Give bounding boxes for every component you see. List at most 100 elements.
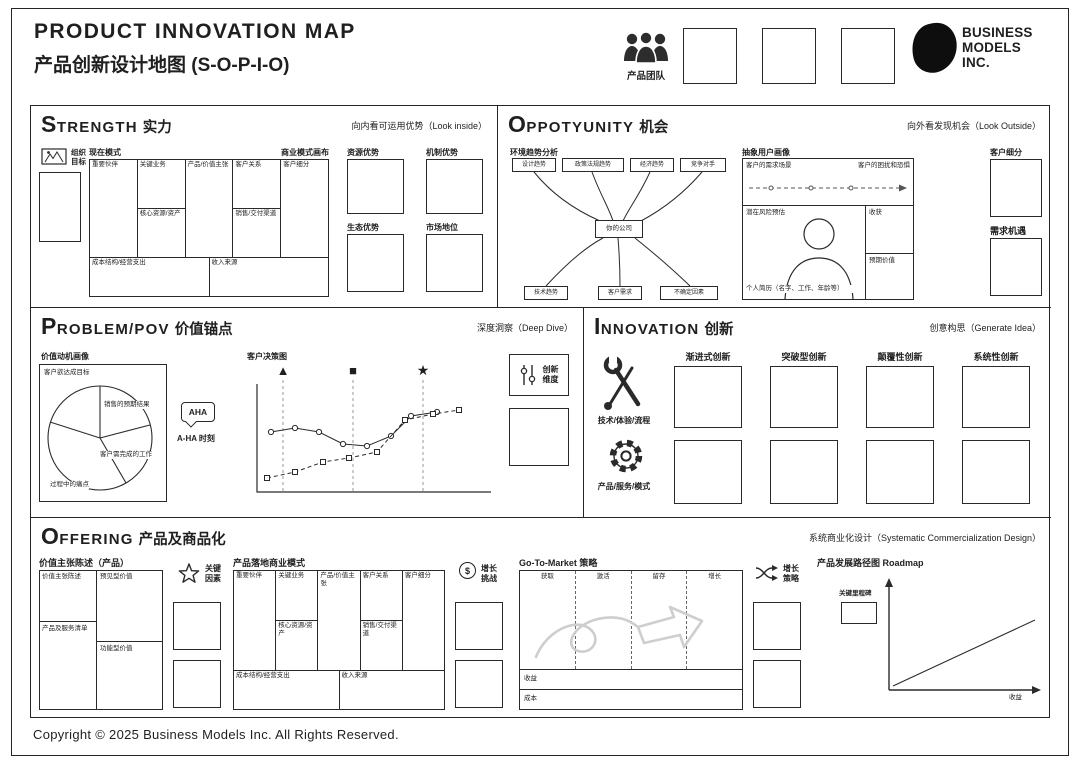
demand-opportunity-label: 需求机遇 bbox=[990, 226, 1027, 236]
innovation-hint: 创意构思（Generate Idea） bbox=[929, 323, 1041, 333]
bmc-costs: 成本结构/经营支出 bbox=[92, 259, 146, 267]
trend-customer-need: 客户需求 bbox=[598, 286, 642, 300]
bmc-channels: 销售/交付渠道 bbox=[360, 619, 402, 670]
vp-list-label: 产品及服务清单 bbox=[42, 625, 88, 632]
motivation-pie bbox=[47, 385, 153, 491]
bmc-resources: 核心资源/资产 bbox=[276, 619, 318, 670]
growth-strategy-label: 增长策略 bbox=[783, 564, 799, 583]
star-icon bbox=[178, 563, 200, 583]
pie-label: 客户欲达成目标 bbox=[44, 369, 90, 378]
ecosystem-advantage-box bbox=[347, 234, 404, 292]
resource-advantage-label: 资源优势 bbox=[347, 148, 379, 157]
systemic-innovation-label: 系统性创新 bbox=[973, 352, 1019, 362]
bmc-value-prop: 产品/价值主张 bbox=[317, 571, 359, 670]
marker-triangle: ▲ bbox=[277, 363, 290, 378]
roadmap-milestone-box bbox=[841, 602, 877, 624]
persona-divider bbox=[865, 205, 866, 299]
gtm-col-retention: 留存 bbox=[630, 571, 687, 669]
growth-challenge-box bbox=[455, 602, 503, 650]
breakthrough-innovation-box bbox=[770, 440, 838, 504]
decision-title: 客户决策图 bbox=[247, 352, 287, 361]
dimension-icon bbox=[520, 365, 535, 385]
growth-strategy-box bbox=[753, 660, 801, 708]
bmc-activities: 关键业务 bbox=[139, 161, 166, 168]
persona-gain-label: 收获 bbox=[869, 209, 882, 216]
incremental-innovation-box bbox=[674, 440, 742, 504]
bmc-activities: 关键业务 bbox=[278, 572, 305, 579]
trend-economy: 经济趋势 bbox=[630, 158, 674, 172]
roadmap-axes bbox=[885, 578, 1041, 694]
bmc-relations: 客户关系 bbox=[362, 572, 389, 579]
logo-line: INC. bbox=[962, 55, 990, 71]
landing-model-title: 产品落地商业模式 bbox=[233, 558, 306, 568]
gtm-row-revenue: 收益 bbox=[520, 669, 742, 689]
org-goal-label: 组织目标 bbox=[71, 148, 86, 166]
team-member-box bbox=[762, 28, 816, 84]
disruptive-innovation-label: 颠覆性创新 bbox=[877, 352, 923, 362]
persona-expected-label: 预期价值 bbox=[869, 257, 895, 264]
ecosystem-advantage-label: 生态优势 bbox=[347, 223, 379, 232]
customer-segment-box bbox=[990, 159, 1042, 217]
systemic-innovation-box bbox=[962, 366, 1030, 428]
bmc-main-row: 重要伙伴 关键业务 核心资源/资产 产品/价值主张 客户关系 销售/交付渠道 客… bbox=[90, 160, 328, 258]
team-member-box bbox=[841, 28, 895, 84]
systemic-innovation-box bbox=[962, 440, 1030, 504]
bmc-segments: 客户细分 bbox=[401, 571, 444, 670]
market-position-label: 市场地位 bbox=[426, 223, 458, 232]
team-label: 产品团队 bbox=[626, 71, 665, 82]
bmc-resources: 核心资源/资产 bbox=[137, 208, 185, 257]
business-models-inc-logo bbox=[912, 22, 957, 73]
vp-statement-label: 价值主张陈述 bbox=[42, 573, 81, 580]
problem-hint: 深度洞察（Deep Dive） bbox=[476, 323, 573, 333]
roadmap-revenue-label: 收益 bbox=[1009, 694, 1022, 701]
trend-lines bbox=[533, 171, 703, 287]
your-company-box: 你的公司 bbox=[595, 220, 643, 238]
demand-opportunity-box bbox=[990, 238, 1042, 296]
trend-policy: 政策法规趋势 bbox=[562, 158, 624, 172]
logo-line: BUSINESS bbox=[962, 25, 1033, 40]
bmc-segments: 客户细分 bbox=[280, 160, 328, 258]
vp-foreseen-label: 预见型价值 bbox=[100, 573, 133, 580]
aha-label: A-HA 时刻 bbox=[177, 434, 215, 443]
gtm-row-cost: 成本 bbox=[520, 689, 742, 709]
incremental-innovation-label: 渐进式创新 bbox=[685, 352, 731, 362]
bmc-caption: 商业模式画布 bbox=[281, 148, 329, 157]
vp-divider bbox=[96, 571, 97, 709]
pie-label: 销售的预期结果 bbox=[104, 401, 150, 410]
disruptive-innovation-box bbox=[866, 366, 934, 428]
persona-fear-label: 客户的困扰和恐惧 bbox=[858, 162, 910, 169]
logo-text: BUSINESS MODELS INC. bbox=[962, 25, 1033, 70]
incremental-innovation-box bbox=[674, 366, 742, 428]
vp-functional-label: 功能型价值 bbox=[100, 645, 133, 652]
page-title: PRODUCT INNOVATION MAP bbox=[34, 20, 356, 43]
breakthrough-innovation-box bbox=[770, 366, 838, 428]
coin-icon: $ bbox=[459, 562, 476, 579]
roadmap-chart: 关键里程碑 收益 bbox=[817, 570, 1043, 710]
bmc-relations: 客户关系 bbox=[235, 161, 262, 168]
bmc-revenue: 收入来源 bbox=[208, 258, 329, 296]
tech-label: 技术/体验/流程 bbox=[597, 416, 651, 425]
vp-divider bbox=[40, 621, 96, 622]
persona-divider bbox=[743, 205, 913, 206]
decision-journey-chart: ▲ ■ ★ bbox=[256, 362, 491, 493]
product-label: 产品/服务/模式 bbox=[597, 482, 651, 491]
value-prop-title: 价值主张陈述（产品） bbox=[39, 558, 130, 568]
market-position-box bbox=[426, 234, 483, 292]
gtm-col-acquisition: 获取 bbox=[540, 573, 554, 580]
gtm-sketch-arrow bbox=[534, 605, 704, 659]
bmc-bottom-row: 成本结构/经营支出 收入来源 bbox=[234, 669, 444, 709]
copyright: Copyright © 2025 Business Models Inc. Al… bbox=[33, 727, 399, 742]
marker-square: ■ bbox=[349, 363, 357, 378]
trend-analysis: 设计趋势 政策法规趋势 经济趋势 竞争对手 技术趋势 客户需求 不确定因素 你的… bbox=[510, 158, 728, 300]
business-model-canvas: 重要伙伴 关键业务 核心资源/资产 产品/价值主张 客户关系 销售/交付渠道 客… bbox=[89, 159, 329, 297]
dimension-box bbox=[509, 408, 569, 466]
vp-divider bbox=[96, 641, 162, 642]
growth-challenge-box bbox=[455, 660, 503, 708]
